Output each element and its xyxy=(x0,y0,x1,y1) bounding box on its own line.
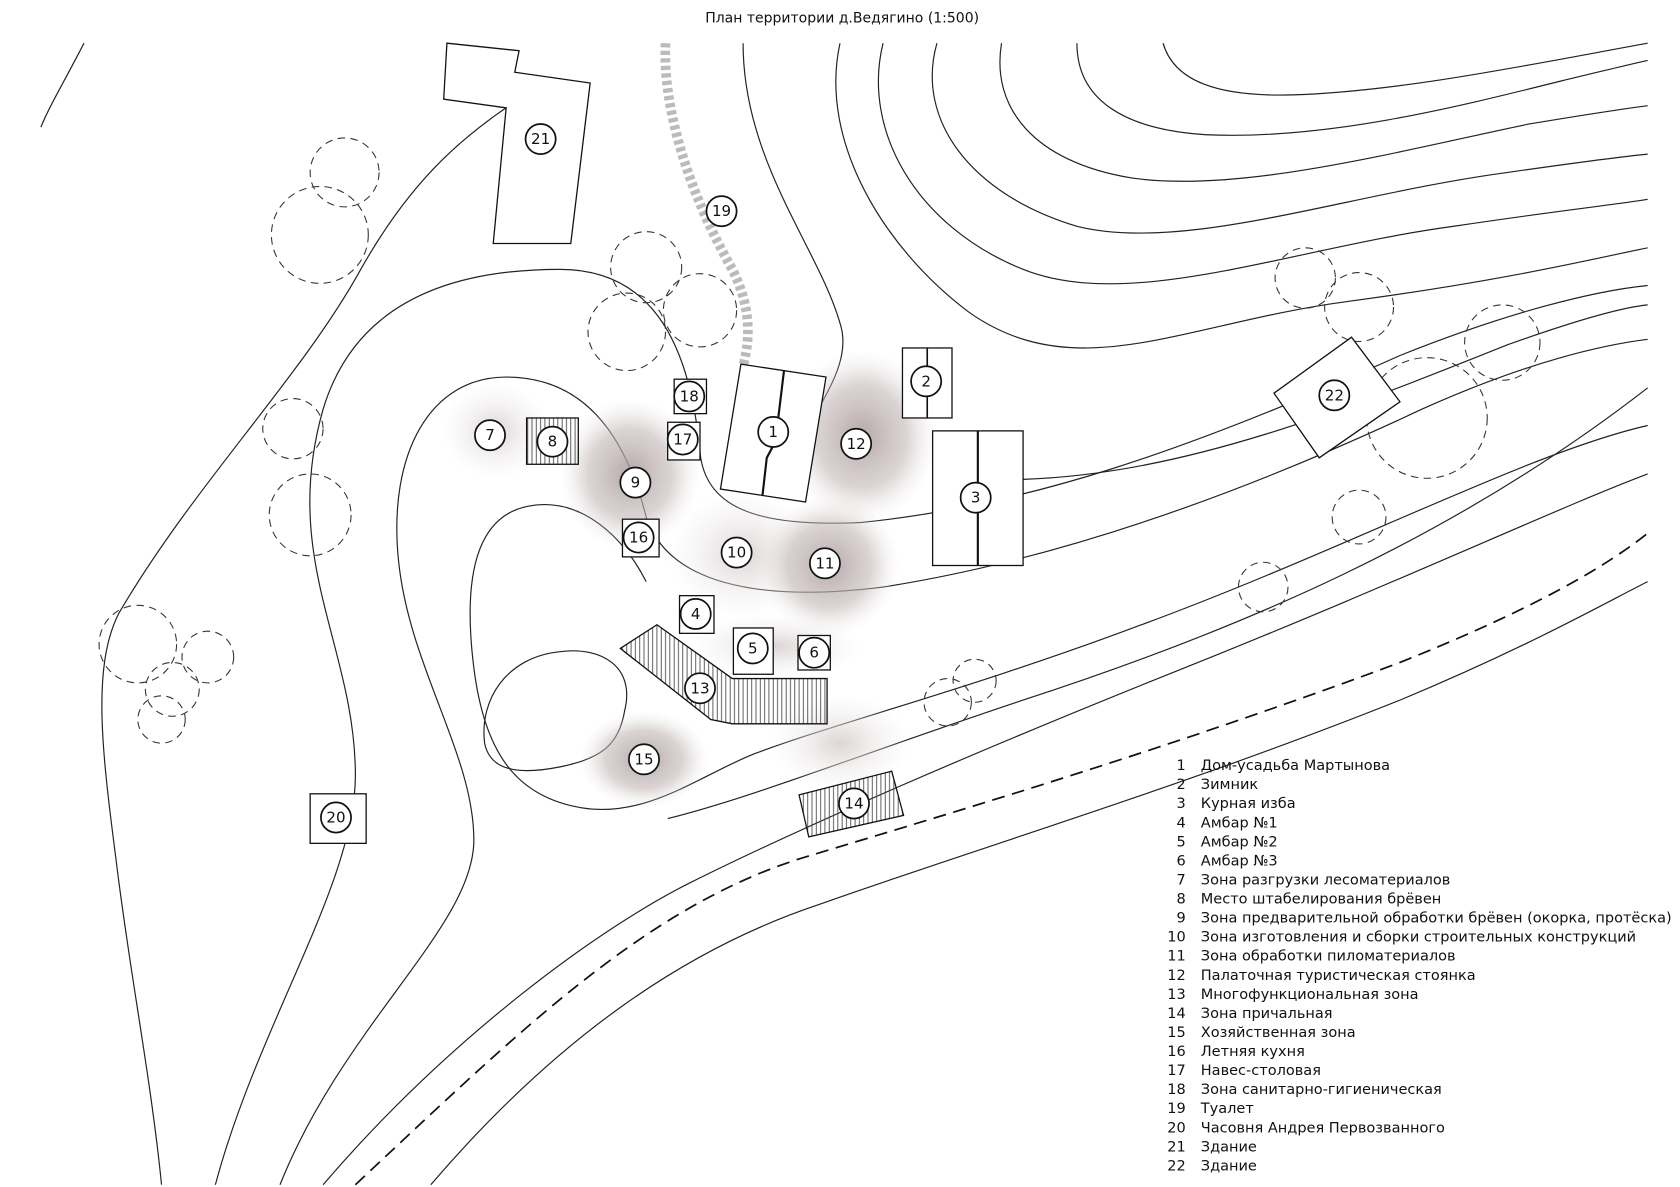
building-21 xyxy=(443,42,591,245)
marker-15: 15 xyxy=(628,743,660,776)
marker-4: 4 xyxy=(679,598,712,630)
legend-number: 8 xyxy=(1176,892,1185,908)
legend-label: Зона санитарно-гигиеническая xyxy=(1201,1082,1442,1098)
svg-text:17: 17 xyxy=(673,431,692,449)
legend-label: Зона разгрузки лесоматериалов xyxy=(1201,872,1451,888)
svg-text:18: 18 xyxy=(680,387,699,405)
marker-3: 3 xyxy=(959,481,992,514)
svg-text:15: 15 xyxy=(634,750,653,768)
svg-text:6: 6 xyxy=(809,644,819,662)
legend-label: Амбар №1 xyxy=(1201,815,1278,831)
legend-number: 11 xyxy=(1167,949,1185,965)
marker-19: 19 xyxy=(705,195,738,228)
legend-number: 12 xyxy=(1167,968,1185,984)
svg-text:5: 5 xyxy=(748,639,758,657)
marker-10: 10 xyxy=(720,536,753,569)
marker-2: 2 xyxy=(910,365,943,398)
svg-text:1: 1 xyxy=(768,423,778,441)
marker-13: 13 xyxy=(684,672,716,705)
svg-text:16: 16 xyxy=(629,529,648,547)
svg-text:9: 9 xyxy=(631,474,641,492)
marker-22: 22 xyxy=(1318,379,1351,412)
zones xyxy=(441,350,937,808)
svg-text:21: 21 xyxy=(531,130,550,148)
legend-number: 16 xyxy=(1167,1044,1185,1060)
svg-text:3: 3 xyxy=(971,489,981,507)
legend-number: 2 xyxy=(1176,777,1185,793)
legend-label: Курная изба xyxy=(1201,796,1296,812)
legend-number: 18 xyxy=(1167,1082,1185,1098)
legend-label: Летняя кухня xyxy=(1201,1044,1305,1060)
shoreline xyxy=(354,532,1649,1186)
svg-text:7: 7 xyxy=(485,426,495,444)
legend-label: Зона обработки пиломатериалов xyxy=(1201,949,1456,965)
marker-1: 1 xyxy=(757,416,790,448)
trees xyxy=(98,137,1541,744)
plan-title: План территории д.Ведягино (1:500) xyxy=(705,11,979,27)
legend-label: Дом-усадьба Мартынова xyxy=(1201,758,1390,774)
legend-number: 15 xyxy=(1167,1025,1185,1041)
marker-14: 14 xyxy=(838,787,870,820)
marker-8: 8 xyxy=(536,425,569,458)
legend-number: 17 xyxy=(1167,1063,1185,1079)
legend-label: Часовня Андрея Первозванного xyxy=(1201,1120,1445,1136)
svg-text:22: 22 xyxy=(1325,386,1344,404)
legend-number: 9 xyxy=(1176,911,1185,927)
marker-5: 5 xyxy=(736,632,769,665)
legend-label: Хозяйственная зона xyxy=(1201,1025,1356,1041)
marker-21: 21 xyxy=(524,123,557,155)
legend-label: Зимник xyxy=(1201,777,1259,793)
marker-7: 7 xyxy=(474,419,506,452)
legend-label: Навес-столовая xyxy=(1201,1063,1321,1079)
legend-label: Палаточная туристическая стоянка xyxy=(1201,968,1476,984)
svg-text:4: 4 xyxy=(691,605,701,623)
svg-text:2: 2 xyxy=(921,372,931,390)
svg-text:20: 20 xyxy=(326,809,345,827)
legend-label: Здание xyxy=(1201,1139,1257,1155)
legend-number: 19 xyxy=(1167,1101,1185,1117)
legend-number: 6 xyxy=(1176,853,1185,869)
legend-number: 10 xyxy=(1167,930,1185,946)
legend-number: 20 xyxy=(1167,1120,1185,1136)
marker-11: 11 xyxy=(808,547,841,580)
marker-12: 12 xyxy=(840,427,873,460)
legend-label: Туалет xyxy=(1200,1101,1255,1117)
marker-6: 6 xyxy=(798,636,831,669)
markers: 1 2 3 4 5 6 7 8 9 10 11 12 13 14 15 16 1… xyxy=(320,123,1351,834)
legend-number: 7 xyxy=(1176,872,1185,888)
legend-number: 5 xyxy=(1176,834,1185,850)
legend-number: 14 xyxy=(1167,1006,1185,1022)
legend-label: Амбар №2 xyxy=(1201,834,1278,850)
legend-label: Зона причальная xyxy=(1201,1006,1333,1022)
platform-13 xyxy=(619,623,828,725)
marker-20: 20 xyxy=(320,801,352,834)
marker-18: 18 xyxy=(673,380,706,413)
svg-text:8: 8 xyxy=(548,433,558,451)
legend-label: Зона предварительной обработки брёвен (о… xyxy=(1201,911,1672,927)
footpath xyxy=(660,42,753,368)
legend-number: 4 xyxy=(1176,815,1185,831)
svg-text:12: 12 xyxy=(847,435,866,453)
svg-text:13: 13 xyxy=(690,679,709,697)
legend-label: Амбар №3 xyxy=(1201,853,1278,869)
legend-label: Многофункциональная зона xyxy=(1201,987,1419,1003)
legend: 1 Дом-усадьба Мартынова 2 Зимник 3 Курная изб… xyxy=(1167,758,1671,1174)
legend-number: 13 xyxy=(1167,987,1185,1003)
legend-number: 22 xyxy=(1167,1158,1185,1174)
legend-label: Место штабелирования брёвен xyxy=(1201,892,1442,908)
svg-text:14: 14 xyxy=(844,795,863,813)
svg-text:19: 19 xyxy=(712,202,731,220)
legend-number: 1 xyxy=(1176,758,1185,774)
marker-16: 16 xyxy=(622,521,655,554)
svg-text:10: 10 xyxy=(727,544,746,562)
legend-label: Зона изготовления и сборки строительных … xyxy=(1201,930,1636,946)
svg-text:11: 11 xyxy=(815,554,834,572)
marker-9: 9 xyxy=(619,466,652,499)
legend-number: 21 xyxy=(1167,1139,1185,1155)
legend-number: 3 xyxy=(1176,796,1185,812)
legend-label: Здание xyxy=(1201,1158,1257,1174)
marker-17: 17 xyxy=(666,423,699,456)
